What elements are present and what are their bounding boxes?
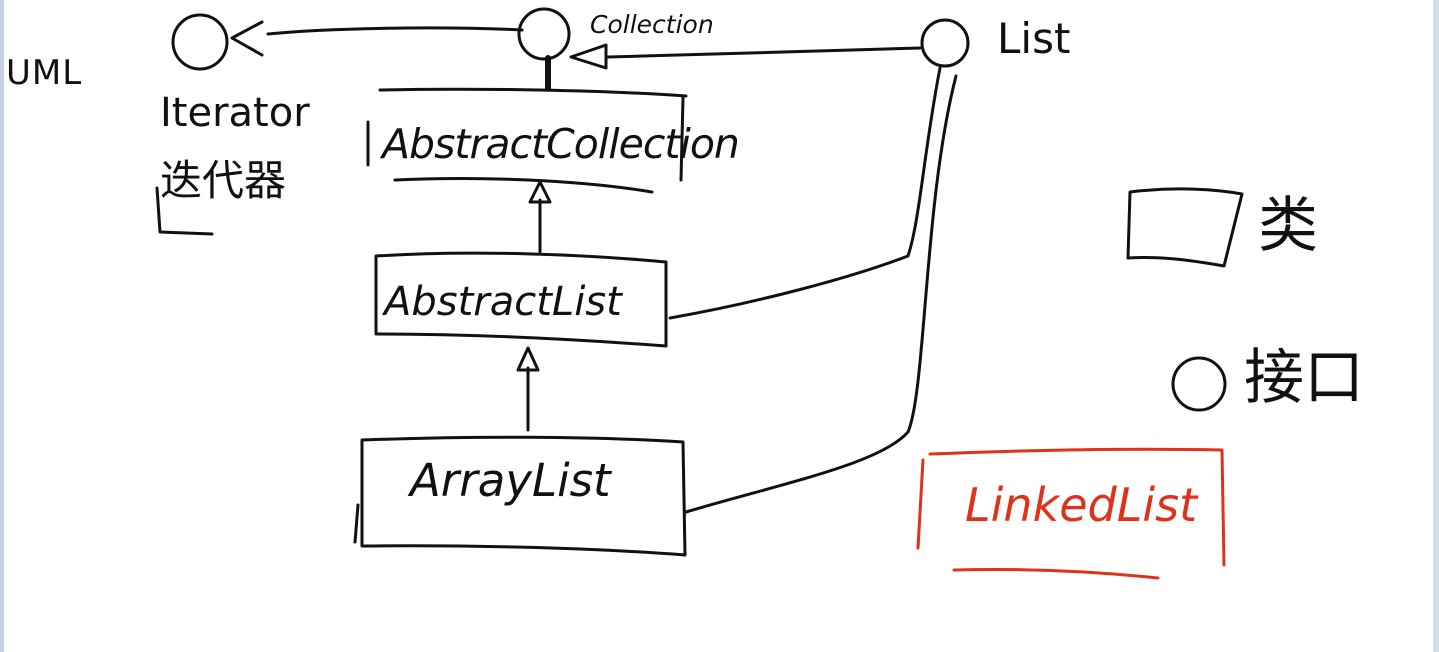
abstract-list-generalization	[528, 180, 552, 254]
legend-interface-circle	[1171, 356, 1227, 412]
abstract-collection-label: AbstractCollection	[382, 120, 740, 168]
abstract-collection-right-line	[679, 96, 685, 182]
linked-list-left-line	[916, 458, 925, 550]
legend-class-label: 类	[1258, 191, 1318, 261]
linked-list-outline	[928, 447, 1226, 567]
abstract-list-label: AbstractList	[384, 279, 622, 325]
collection-to-iterator-line	[266, 26, 524, 36]
legend-interface-label: 接口	[1244, 343, 1364, 413]
collection-circle	[517, 7, 571, 61]
iterator-realization-arrowhead	[230, 20, 264, 57]
array-list-to-list-line	[684, 74, 958, 514]
generalization-arrowhead-2	[516, 346, 540, 372]
array-list-label: ArrayList	[410, 454, 611, 507]
abstract-collection-box	[366, 87, 688, 194]
window-edge-right	[1433, 0, 1439, 652]
iterator-label: Iterator	[160, 90, 310, 136]
linked-list-bottom-line	[952, 567, 1160, 580]
array-list-generalization	[516, 346, 540, 432]
collection-label: Collection	[590, 10, 714, 39]
collection-interface	[517, 7, 608, 91]
iterator-underline-bracket	[155, 186, 214, 236]
collection-realization-arrowhead	[569, 43, 608, 70]
abstract-collection-top-line	[378, 87, 688, 98]
generalization-arrowhead-1	[528, 180, 552, 204]
iterator-interface	[155, 13, 264, 236]
list-circle	[920, 18, 970, 68]
iterator-circle	[171, 13, 229, 71]
linked-list-box	[916, 447, 1226, 580]
abstract-collection-bottom-line	[393, 177, 654, 194]
window-edge-left	[0, 0, 4, 652]
linked-list-label: LinkedList	[965, 478, 1198, 532]
array-list-left-tick	[353, 503, 360, 544]
array-list-box	[353, 435, 687, 557]
abstract-list-to-list-line	[668, 66, 942, 320]
abstract-list-outline	[374, 251, 668, 348]
list-to-collection-line	[606, 46, 922, 59]
legend-class-box	[1126, 187, 1244, 268]
array-list-outline	[360, 435, 687, 557]
abstract-list-box	[374, 251, 668, 348]
iterator-chinese-label: 迭代器	[160, 156, 287, 205]
list-label: List	[997, 14, 1071, 63]
uml-label: UML	[6, 53, 83, 93]
